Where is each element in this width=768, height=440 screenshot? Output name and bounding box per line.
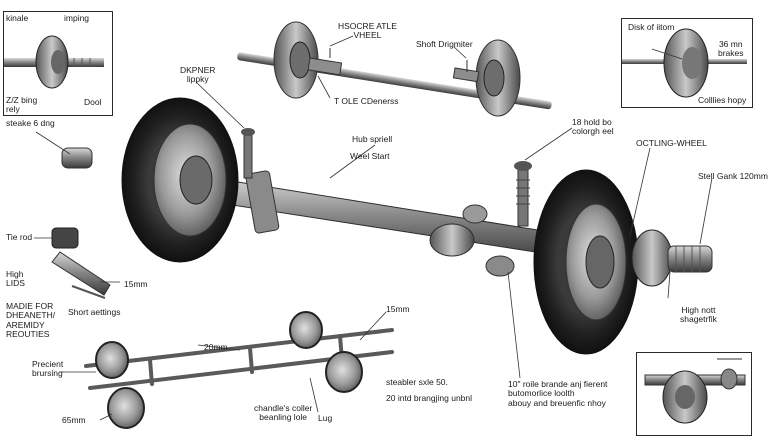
label-lug: Lug (318, 413, 333, 423)
label-steake: steake 6 dng (6, 118, 55, 128)
label-15mm-b: 15mm (386, 304, 410, 314)
tire-left-icon (61, 97, 239, 263)
label-high-lids: High LIDS (6, 269, 25, 289)
label-precient: Precient brursing (32, 359, 64, 379)
label-36mm: 36 mn brakes (718, 39, 744, 59)
label-octling: OCTLING-WHEEL (636, 138, 707, 148)
label-20mm: 20mm (204, 342, 228, 352)
kinale-disc-icon (4, 35, 104, 89)
tie-rod-icon (51, 227, 111, 299)
label-stell: Stell Gank 120mm (698, 171, 768, 181)
label-hub-spriell: Hub spriell (352, 134, 393, 144)
upper-axle-icon (237, 21, 552, 117)
label-z-ring-rely: Z/Z bing rely (6, 95, 38, 115)
leader-lines (34, 35, 713, 421)
label-short-aettings: Short aettings (68, 307, 121, 317)
brake-disc-icon (622, 28, 747, 98)
label-dool: Dool (84, 97, 102, 107)
label-intd-branging: 20 intd brangjing unbnl (386, 393, 473, 403)
tire-right-icon (533, 169, 639, 355)
hub-detail-icon (644, 358, 746, 424)
chassis-wheels-icon (95, 311, 363, 429)
inset-kinale (3, 11, 113, 116)
label-collies: Colllies hopy (698, 95, 747, 105)
label-tie-rod: Tie rod (6, 232, 33, 242)
label-hold: 18 hold bo colorgh eel (572, 117, 614, 137)
label-disk-storm: Disk of iitom (628, 22, 675, 32)
label-high-nott: High nott shagetrfik (680, 305, 717, 325)
label-roile-brande: 10" roile brande anj fierent butomorlice… (508, 379, 608, 408)
label-steabler: steabler sxle 50. (386, 377, 448, 387)
label-shoft: Shoft Drigmiter (416, 39, 473, 49)
inset-bottom-right (636, 352, 752, 436)
label-15mm-a: 15mm (124, 279, 148, 289)
label-hsocre: HSOCRE ATLE VHEEL (338, 21, 397, 41)
label-65mm: 65mm (62, 415, 86, 425)
label-imping: imping (64, 13, 90, 23)
label-cdenerss: T OLE CDenerss (334, 96, 399, 106)
label-weel-start: Weel Start (350, 151, 390, 161)
label-kinale: kinale (6, 13, 29, 23)
inset-disc-storm (621, 18, 753, 108)
label-chandle: chandle's coller beanling lole (254, 403, 313, 423)
hub-assembly-icon (631, 229, 713, 287)
label-dkpner: DKPNER lippky (180, 65, 216, 85)
label-madie: MADIE FOR DHEANETH/ AREMIDY REOUTIES (6, 301, 56, 340)
